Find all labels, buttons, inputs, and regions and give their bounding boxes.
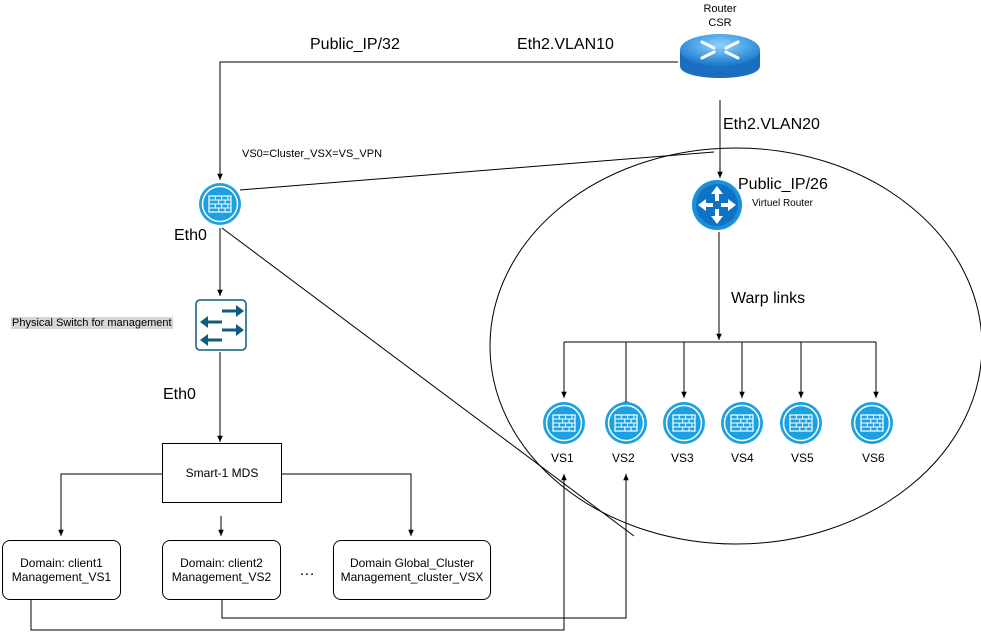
vs6-firewall-icon[interactable] xyxy=(851,402,893,444)
firewall-icon[interactable] xyxy=(199,183,241,225)
router-title-line1: Router xyxy=(703,3,737,15)
domain-client2-line1: Domain: client2 xyxy=(180,556,263,570)
switch-label: Physical Switch for management xyxy=(11,317,173,329)
router-icon[interactable] xyxy=(680,34,760,78)
domain-global-cluster-line1: Domain Global_Cluster xyxy=(349,556,475,570)
vs3-label: VS3 xyxy=(671,451,694,465)
vs5-label: VS5 xyxy=(791,451,814,465)
domain-global-cluster-line2: Management_cluster_VSX xyxy=(340,570,484,584)
virtual-router-ip-label: Public_IP/26 xyxy=(738,176,828,193)
vs0-link xyxy=(239,151,715,191)
smart1-mds-box[interactable]: Smart-1 MDS xyxy=(162,443,282,503)
ellipsis-label: … xyxy=(299,562,315,579)
eth0-firewall-label: Eth0 xyxy=(174,227,207,244)
domain-client2-box[interactable]: Domain: client2 Management_VS2 xyxy=(162,540,281,600)
public-ip32-label: Public_IP/32 xyxy=(310,36,400,53)
vs4-firewall-icon[interactable] xyxy=(721,402,763,444)
vs4-label: VS4 xyxy=(731,451,754,465)
vs3-firewall-icon[interactable] xyxy=(663,402,705,444)
vs5-firewall-icon[interactable] xyxy=(780,402,822,444)
domain2-to-vs2-link xyxy=(221,474,629,619)
smart1-mds-label: Smart-1 MDS xyxy=(185,466,259,480)
virtual-router-icon[interactable] xyxy=(692,180,742,230)
domain-client1-box[interactable]: Domain: client1 Management_VS1 xyxy=(2,540,121,600)
mds-to-domain3-link xyxy=(282,473,414,536)
router-to-firewall-link xyxy=(217,61,678,180)
domain-client1-line1: Domain: client1 xyxy=(20,556,103,570)
domain1-to-vs1-link xyxy=(30,474,567,631)
switch-label-text: Physical Switch for management xyxy=(11,317,173,329)
firewall-diagonal-link xyxy=(221,227,635,537)
switch-icon[interactable] xyxy=(195,299,247,351)
eth2-vlan10-label: Eth2.VLAN10 xyxy=(517,36,614,53)
eth2-vlan20-label: Eth2.VLAN20 xyxy=(723,116,820,133)
virtual-router-name-label: Virtuel Router xyxy=(752,198,813,209)
router-title: Router CSR xyxy=(700,2,740,30)
vsx-cluster-ellipse xyxy=(489,147,981,545)
domain-client1-line2: Management_VS1 xyxy=(11,570,112,584)
warp-links-label: Warp links xyxy=(731,290,806,307)
vs1-label: VS1 xyxy=(551,451,574,465)
mds-to-domain1-link xyxy=(58,473,162,536)
vs2-firewall-icon[interactable] xyxy=(605,402,647,444)
vs6-label: VS6 xyxy=(862,451,885,465)
router-title-line2: CSR xyxy=(708,17,732,29)
vs0-label: VS0=Cluster_VSX=VS_VPN xyxy=(242,148,383,160)
vs1-firewall-icon[interactable] xyxy=(543,402,585,444)
eth0-switch-label: Eth0 xyxy=(163,386,196,403)
domain-client2-line2: Management_VS2 xyxy=(171,570,272,584)
domain-global-cluster-box[interactable]: Domain Global_Cluster Management_cluster… xyxy=(333,540,491,600)
vs2-label: VS2 xyxy=(612,451,635,465)
